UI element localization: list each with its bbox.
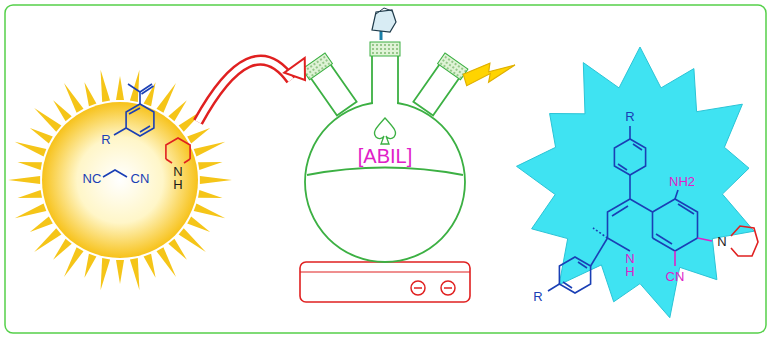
sun-ray — [64, 247, 84, 277]
sun-ray — [30, 128, 53, 144]
reactant-sun: R NC CN NH — [42, 102, 198, 258]
atom-label: H — [173, 178, 182, 191]
sun-ray — [30, 216, 53, 232]
lightning-arrow — [463, 63, 515, 86]
reaction-flask: [ABIL] — [305, 60, 465, 265]
flask — [305, 52, 465, 262]
atom-label: CN — [131, 172, 150, 185]
sun-ray — [198, 190, 222, 198]
sun-ray — [156, 247, 176, 277]
sun-ray — [194, 204, 226, 219]
sun-ray — [15, 142, 47, 157]
atom-label: NH2 — [669, 175, 695, 188]
stopper — [302, 53, 332, 80]
stopper — [370, 42, 400, 56]
dropper-hand — [372, 8, 396, 40]
sun-ray — [198, 162, 222, 170]
sun-ray — [194, 142, 226, 157]
sun-ray — [187, 216, 210, 232]
sun-ray — [84, 82, 96, 106]
sun-rays — [8, 70, 232, 291]
sun-ray — [116, 76, 124, 100]
sun-ray — [53, 239, 72, 260]
atom-label: R — [101, 133, 110, 146]
atom-label: R — [533, 290, 542, 303]
spade-symbol — [374, 118, 395, 144]
sun-ray — [34, 228, 61, 252]
sun-ray — [18, 162, 42, 170]
sun-ray — [130, 258, 140, 290]
atom-label: H — [625, 265, 634, 278]
atom-label: N — [173, 165, 182, 178]
frame — [5, 5, 766, 333]
curved-arrow — [198, 58, 305, 122]
acetophenone — [114, 84, 154, 136]
sun-ray — [53, 100, 72, 121]
starburst — [517, 47, 755, 318]
sun-ray — [168, 100, 187, 121]
atom-label: NC — [83, 172, 102, 185]
sun-ray — [64, 83, 84, 113]
sun-ray — [168, 239, 187, 260]
sun — [42, 102, 198, 258]
atom-label: N — [625, 252, 634, 265]
sun-ray — [156, 83, 176, 113]
sun-ray — [101, 258, 111, 290]
sun-ray — [34, 108, 61, 132]
malononitrile — [103, 170, 127, 177]
sun-ray — [179, 228, 206, 252]
arrowhead — [284, 58, 305, 80]
sun-ray — [144, 254, 156, 278]
sun-ray — [101, 70, 111, 102]
product-structure — [548, 126, 758, 293]
sun-ray — [15, 204, 47, 219]
atom-label: R — [625, 110, 634, 123]
sun-ray — [200, 176, 232, 184]
sun-ray — [8, 176, 40, 184]
atom-label: CN — [666, 270, 685, 283]
sun-ray — [116, 260, 124, 284]
atom-label: N — [717, 235, 726, 248]
hotplate — [300, 262, 470, 302]
sun-ray — [187, 128, 210, 144]
catalyst-label: [ABIL] — [358, 146, 412, 166]
product-starburst: RNH2NNHCNR — [515, 45, 763, 320]
piperidine — [166, 138, 190, 163]
sun-ray — [18, 190, 42, 198]
sun-ray — [84, 254, 96, 278]
